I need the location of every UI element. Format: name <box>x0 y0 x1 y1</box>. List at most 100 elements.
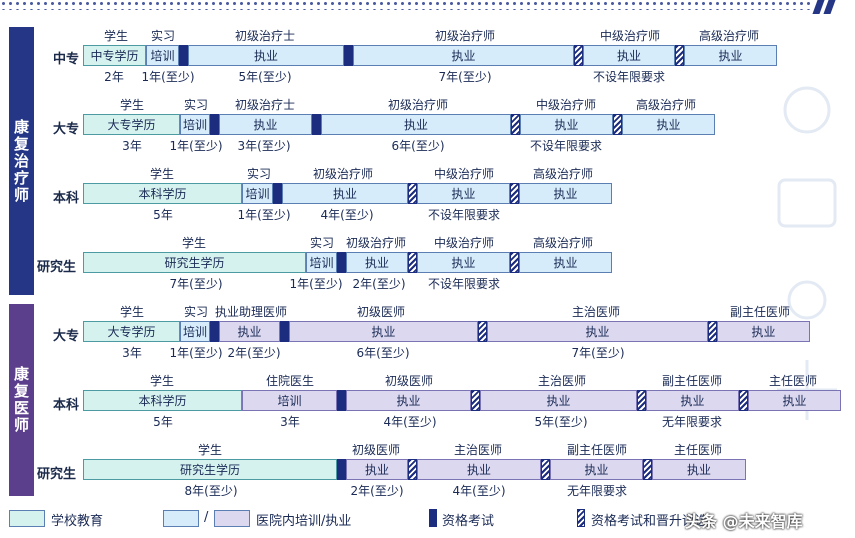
exam-marker <box>210 114 219 135</box>
duration-label: 3年 <box>122 346 142 360</box>
stage-title: 初级治疗士 <box>234 98 296 112</box>
duration-label: 4年(至少) <box>320 208 374 222</box>
exam-promotion-marker <box>408 183 417 204</box>
stage-title: 学生 <box>197 443 223 457</box>
stage-title: 初级医师 <box>351 443 401 457</box>
practice-bar: 执业 <box>520 114 613 135</box>
stage-title: 学生 <box>149 167 175 181</box>
duration-label: 4年(至少) <box>452 484 506 498</box>
stage-title: 高级治疗师 <box>532 167 594 181</box>
row-label: 研究生 <box>37 467 77 482</box>
exam-promotion-marker <box>574 45 583 66</box>
stage-title: 初级治疗师 <box>387 98 449 112</box>
stage-title: 初级治疗师 <box>345 236 407 250</box>
watermark: 头条 @未来智库 <box>685 512 803 531</box>
duration-label: 5年 <box>153 208 173 222</box>
row-label: 中专 <box>53 52 80 67</box>
legend-exam-promotion-marker <box>577 509 585 527</box>
stage-title: 初级医师 <box>384 374 434 388</box>
duration-label: 不设年限要求 <box>592 70 666 84</box>
exam-marker <box>273 183 282 204</box>
training-bar: 培训 <box>306 252 337 273</box>
practice-bar: 执业 <box>417 183 510 204</box>
training-bar: 培训 <box>242 183 273 204</box>
practice-bar: 执业 <box>480 390 637 411</box>
stage-title: 初级医师 <box>356 305 406 319</box>
duration-label: 无年限要求 <box>566 484 628 498</box>
duration-label: 7年(至少) <box>169 277 223 291</box>
duration-label: 3年 <box>280 415 300 429</box>
duration-label: 不设年限要求 <box>427 208 501 222</box>
practice-bar: 执业 <box>219 114 312 135</box>
row-label: 本科 <box>53 191 80 206</box>
stage-title: 副主任医师 <box>661 374 723 388</box>
exam-marker <box>280 321 289 342</box>
section-label-doctor: 康复医师 <box>9 304 34 496</box>
practice-bar: 执业 <box>219 321 280 342</box>
exam-promotion-marker <box>478 321 487 342</box>
row-label: 大专 <box>53 122 80 137</box>
legend-swatch-training <box>163 510 199 527</box>
stage-title: 副主任医师 <box>729 305 791 319</box>
stage-title: 实习 <box>246 167 272 181</box>
stage-title: 主治医师 <box>537 374 587 388</box>
stage-title: 初级治疗士 <box>234 29 296 43</box>
exam-marker <box>337 390 346 411</box>
exam-promotion-marker <box>613 114 622 135</box>
stage-title: 初级治疗师 <box>312 167 374 181</box>
stage-title: 学生 <box>181 236 207 250</box>
practice-bar: 执业 <box>346 459 408 480</box>
row-label: 本科 <box>53 398 80 413</box>
duration-label: 不设年限要求 <box>529 139 603 153</box>
school-bar: 大专学历 <box>83 321 180 342</box>
training-bar: 培训 <box>180 114 210 135</box>
stage-title: 执业助理医师 <box>214 305 288 319</box>
duration-label: 4年(至少) <box>383 415 437 429</box>
exam-promotion-marker <box>510 252 519 273</box>
duration-label: 6年(至少) <box>391 139 445 153</box>
duration-label: 5年(至少) <box>534 415 588 429</box>
legend-separator: / <box>204 510 209 525</box>
stage-title: 实习 <box>309 236 335 250</box>
duration-label: 2年(至少) <box>352 277 406 291</box>
practice-bar: 执业 <box>282 183 408 204</box>
stage-title: 实习 <box>150 29 176 43</box>
top-slash-mark <box>812 0 825 14</box>
exam-marker <box>210 321 219 342</box>
practice-bar: 执业 <box>346 390 471 411</box>
duration-label: 3年 <box>122 139 142 153</box>
stage-title: 中级治疗师 <box>433 167 495 181</box>
practice-bar: 执业 <box>550 459 643 480</box>
duration-label: 7年(至少) <box>571 346 625 360</box>
duration-label: 1年(至少) <box>289 277 343 291</box>
legend-exam-marker <box>429 509 437 527</box>
exam-marker <box>179 45 188 66</box>
exam-promotion-marker <box>637 390 646 411</box>
exam-promotion-marker <box>408 459 417 480</box>
section-label-therapist: 康复治疗师 <box>9 27 34 295</box>
practice-bar: 执业 <box>321 114 511 135</box>
school-bar: 研究生学历 <box>83 459 337 480</box>
duration-label: 不设年限要求 <box>427 277 501 291</box>
legend-label-school: 学校教育 <box>51 514 104 529</box>
stage-title: 主治医师 <box>453 443 503 457</box>
practice-bar: 执业 <box>346 252 408 273</box>
practice-bar: 执业 <box>289 321 478 342</box>
practice-bar: 执业 <box>748 390 841 411</box>
exam-promotion-marker <box>541 459 550 480</box>
stage-title: 中级治疗师 <box>433 236 495 250</box>
legend-label-exam: 资格考试 <box>442 514 495 529</box>
exam-promotion-marker <box>510 183 519 204</box>
practice-bar: 执业 <box>717 321 810 342</box>
duration-label: 1年(至少) <box>141 70 195 84</box>
duration-label: 5年 <box>153 415 173 429</box>
stage-title: 实习 <box>183 305 209 319</box>
stage-title: 副主任医师 <box>566 443 628 457</box>
stage-title: 高级治疗师 <box>698 29 760 43</box>
stage-title: 初级治疗师 <box>434 29 496 43</box>
training-bar: 培训 <box>242 390 337 411</box>
exam-promotion-marker <box>675 45 684 66</box>
duration-label: 2年(至少) <box>227 346 281 360</box>
exam-promotion-marker <box>643 459 652 480</box>
stage-title: 高级治疗师 <box>635 98 697 112</box>
